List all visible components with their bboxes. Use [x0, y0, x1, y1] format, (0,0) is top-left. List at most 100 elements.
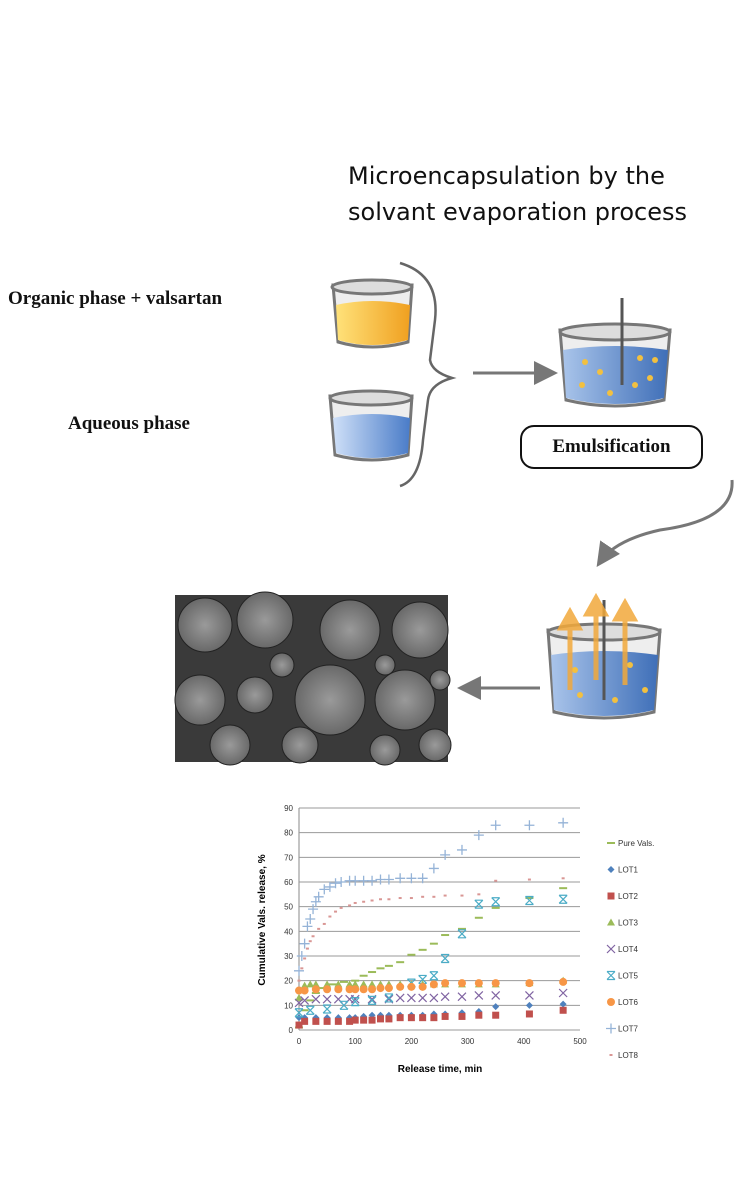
data-point: [441, 1012, 449, 1020]
data-point: [351, 1016, 359, 1024]
data-point: [300, 986, 309, 995]
data-point: [351, 980, 360, 988]
data-point: [419, 1014, 427, 1022]
data-point: [474, 899, 484, 909]
data-point: [294, 965, 304, 976]
data-point: [525, 1001, 533, 1009]
data-point: [311, 994, 321, 1004]
data-point: [376, 1011, 384, 1019]
data-point: [306, 980, 315, 988]
data-point: [475, 1011, 483, 1019]
data-point: [396, 982, 405, 991]
legend-label: LOT5: [618, 972, 639, 981]
data-point: [312, 1014, 320, 1022]
y-tick-label: 0: [289, 1026, 294, 1035]
y-tick-label: 40: [284, 927, 293, 936]
title-line-1: Microencapsulation by the: [348, 162, 665, 190]
data-point: [474, 979, 483, 988]
data-point: [440, 849, 451, 860]
data-point: [345, 985, 354, 994]
data-point: [430, 1010, 438, 1018]
data-point: [322, 994, 332, 1004]
data-point: [299, 938, 310, 949]
x-tick-label: 500: [573, 1037, 587, 1046]
legend-label: LOT8: [618, 1051, 639, 1060]
data-point: [360, 1016, 368, 1024]
data-point: [368, 1011, 376, 1019]
data-point: [295, 1021, 303, 1029]
emulsification-beaker: [558, 298, 672, 408]
legend-label: LOT7: [618, 1025, 639, 1034]
microspheres-sem-image: [174, 591, 452, 766]
legend-label: LOT2: [618, 892, 639, 901]
data-point: [305, 1005, 315, 1015]
x-tick-label: 200: [405, 1037, 419, 1046]
data-point: [525, 1010, 533, 1018]
data-point: [368, 985, 377, 994]
data-point: [490, 820, 501, 831]
data-point: [457, 929, 467, 939]
data-point: [350, 997, 360, 1007]
data-point: [294, 998, 304, 1008]
data-point: [430, 1014, 438, 1022]
data-point: [418, 993, 428, 1003]
legend-label: Pure Vals.: [618, 839, 654, 848]
emulsification-box: Emulsification: [520, 425, 703, 469]
data-point: [525, 979, 534, 988]
data-point: [367, 995, 377, 1005]
data-point: [301, 1017, 309, 1025]
data-point: [385, 1015, 393, 1023]
legend-item: LOT8: [609, 1051, 639, 1060]
data-point: [350, 994, 360, 1004]
data-point: [359, 985, 368, 994]
data-point: [491, 897, 501, 907]
organic-phase-label: Organic phase + valsartan: [8, 288, 223, 309]
legend-item: LOT1: [607, 866, 639, 875]
data-point: [368, 1016, 376, 1024]
data-point: [323, 980, 332, 988]
data-point: [429, 993, 439, 1003]
data-point: [324, 881, 335, 892]
data-point: [441, 979, 450, 988]
legend-item: Pure Vals.: [607, 839, 654, 848]
data-point: [524, 991, 534, 1000]
data-point: [295, 986, 303, 995]
series-lot7: [294, 817, 569, 976]
data-point: [323, 985, 332, 994]
data-point: [330, 878, 341, 889]
data-point: [351, 985, 360, 994]
data-point: [311, 985, 320, 994]
data-point: [305, 914, 316, 924]
legend-marker: [607, 892, 615, 900]
data-point: [524, 820, 535, 831]
data-point: [358, 875, 369, 886]
data-point: [491, 991, 501, 1000]
data-point: [334, 1014, 342, 1022]
legend-label: LOT1: [618, 866, 639, 875]
legend-marker: [606, 1023, 616, 1034]
data-point: [440, 992, 450, 1002]
organic-phase-beaker: [330, 278, 414, 349]
series-lot2: [295, 1006, 567, 1029]
legend-item: LOT7: [606, 1023, 639, 1034]
aqueous-phase-beaker: [328, 389, 414, 462]
data-point: [368, 980, 377, 988]
data-point: [558, 894, 568, 904]
data-point: [346, 1014, 354, 1022]
data-point: [323, 1014, 331, 1022]
title-line-2: solvant evaporation process: [348, 198, 688, 226]
data-point: [375, 874, 386, 885]
data-point: [339, 1000, 349, 1010]
data-point: [418, 974, 428, 985]
data-point: [395, 993, 405, 1003]
y-axis-label: Cumulative Vals. release, %: [257, 854, 268, 985]
data-point: [376, 984, 385, 993]
data-point: [406, 993, 416, 1003]
data-point: [360, 1012, 368, 1020]
diagram-title: Microencapsulation by the solvant evapor…: [348, 158, 687, 230]
data-point: [310, 896, 321, 907]
series-lot5: [294, 894, 568, 1018]
data-point: [417, 873, 428, 884]
